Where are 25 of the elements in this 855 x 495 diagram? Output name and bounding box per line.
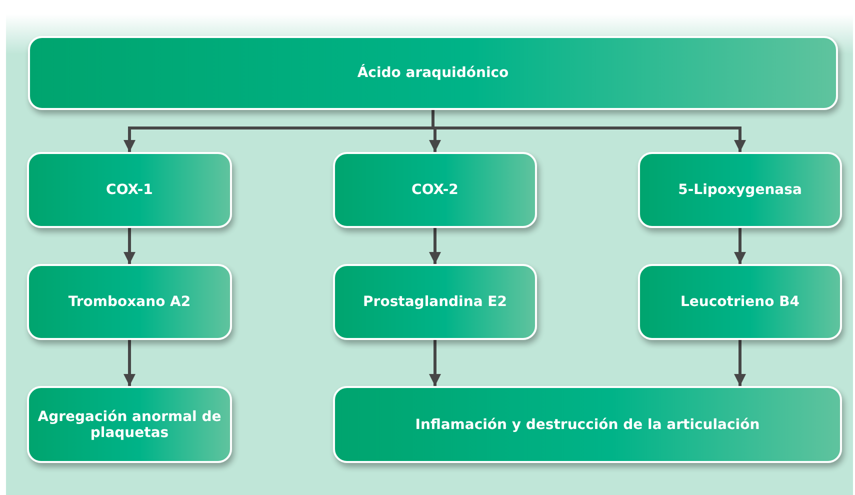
- arrow: [432, 110, 746, 152]
- process-box: [638, 264, 842, 340]
- arrow: [734, 340, 746, 386]
- box-label: COX-2: [412, 182, 458, 198]
- box-label: 5-Lipoxygenasa: [678, 182, 802, 198]
- arrow: [124, 228, 136, 264]
- process-box: [638, 152, 842, 228]
- process-box: [333, 152, 537, 228]
- arrow: [734, 228, 746, 264]
- box-label: COX-1: [106, 182, 153, 198]
- arrow: [124, 340, 136, 386]
- arrow: [429, 228, 441, 264]
- arrow: [429, 340, 441, 386]
- process-box: [27, 386, 232, 463]
- box-label: Inflamación y destrucción de la articulación: [415, 416, 760, 432]
- process-box: [28, 36, 838, 110]
- box-label: Tromboxano A2: [68, 294, 191, 310]
- box-label: Agregación anormal de plaquetas: [37, 408, 222, 440]
- box-label: Prostaglandina E2: [363, 294, 507, 310]
- process-box: [333, 386, 842, 463]
- box-label: Ácido araquidónico: [357, 65, 509, 81]
- process-box: [27, 152, 232, 228]
- box-label: Leucotrieno B4: [680, 294, 800, 310]
- process-box: [333, 264, 537, 340]
- process-box: [27, 264, 232, 340]
